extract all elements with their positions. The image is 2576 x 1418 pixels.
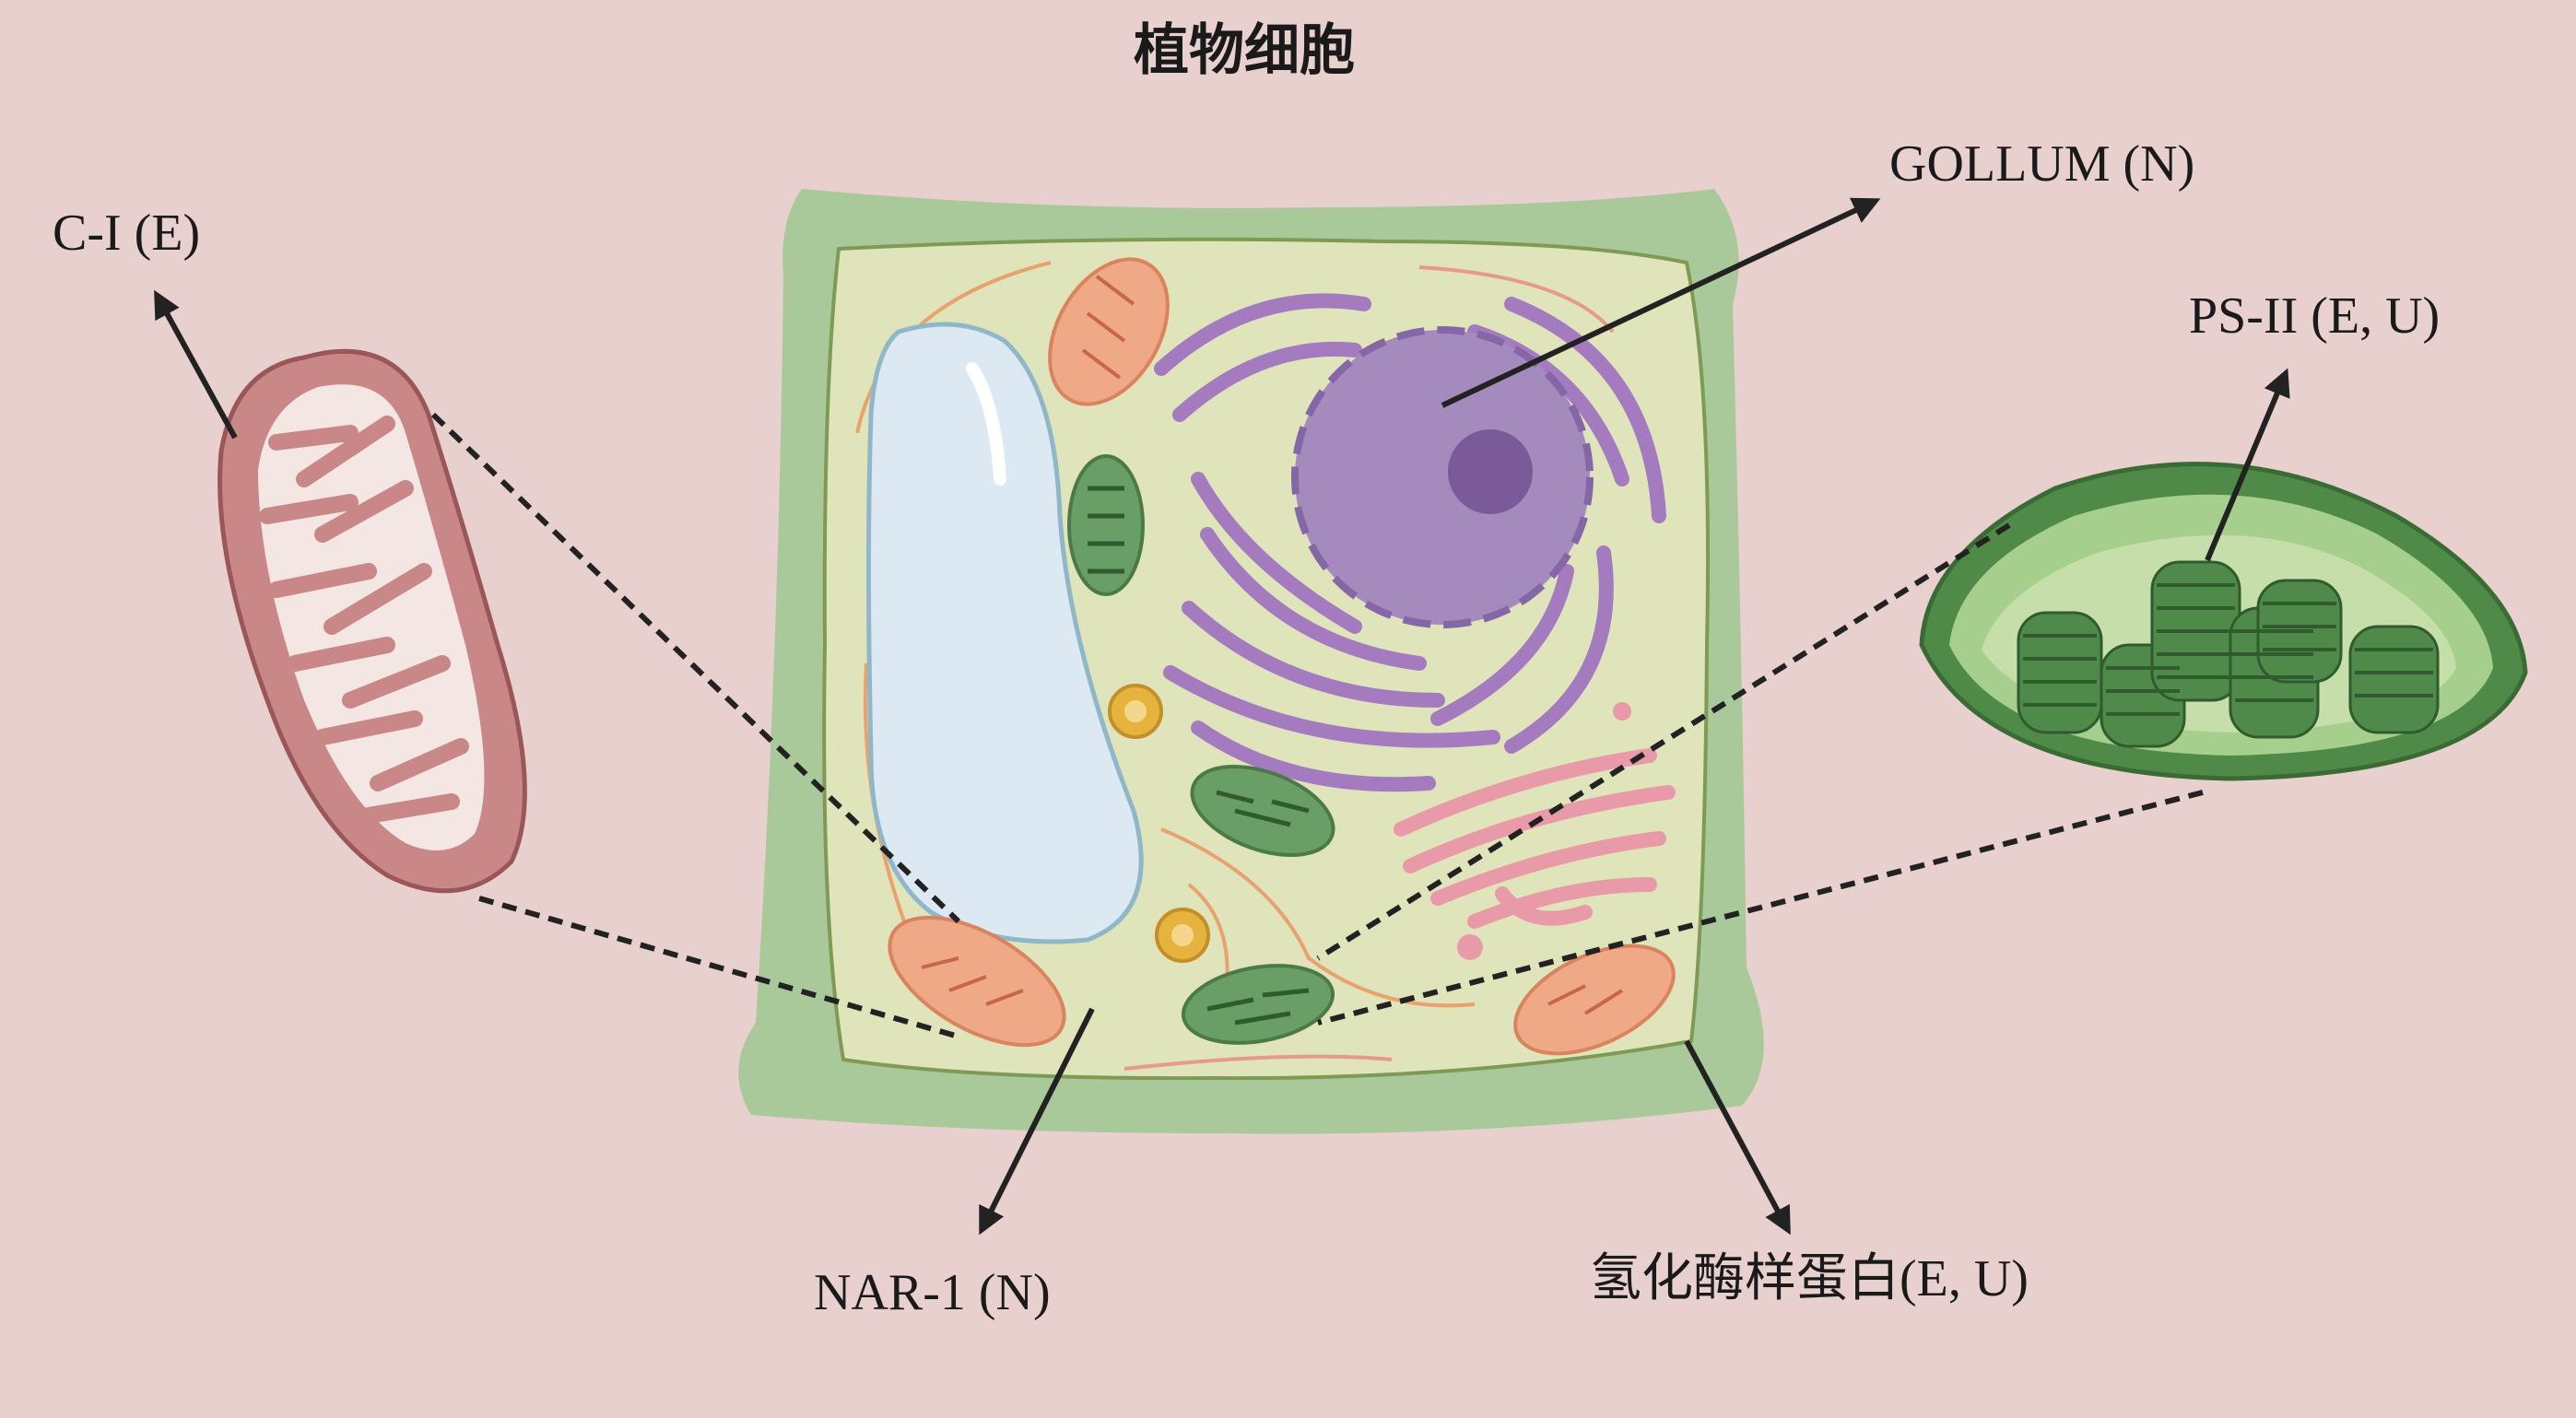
zoom-lines (430, 412, 2204, 1039)
mitochondrion-icon (218, 348, 527, 894)
arrow-golgi (1441, 197, 1881, 408)
cell-chloroplasts (1067, 454, 1335, 1045)
label-arrows (154, 197, 2290, 1236)
label-cell-wall: 氢化酶样蛋白(E, U) (1590, 1250, 2029, 1307)
plant-cell-icon (738, 189, 1764, 1134)
mitochondria (888, 257, 1676, 1056)
arrow-chloroplast (2205, 368, 2290, 562)
chloroplast-icon (1919, 462, 2528, 781)
label-golgi: GOLLUM (N) (1889, 135, 2195, 193)
arrow-cell-wall (1684, 1039, 1791, 1236)
arrow-mito (154, 289, 238, 439)
nucleolus (1448, 429, 1533, 514)
label-mito: C-I (E) (53, 205, 201, 262)
arrow-cytoplasm (979, 1007, 1095, 1236)
diagram-title: 植物细胞 (1134, 20, 1355, 81)
nucleus (1291, 326, 1594, 628)
label-cytoplasm: NAR-1 (N) (814, 1264, 1051, 1321)
vacuole (866, 322, 1144, 944)
golgi-apparatus (1394, 748, 1676, 929)
label-chloroplast: PS-II (E, U) (2189, 287, 2441, 345)
